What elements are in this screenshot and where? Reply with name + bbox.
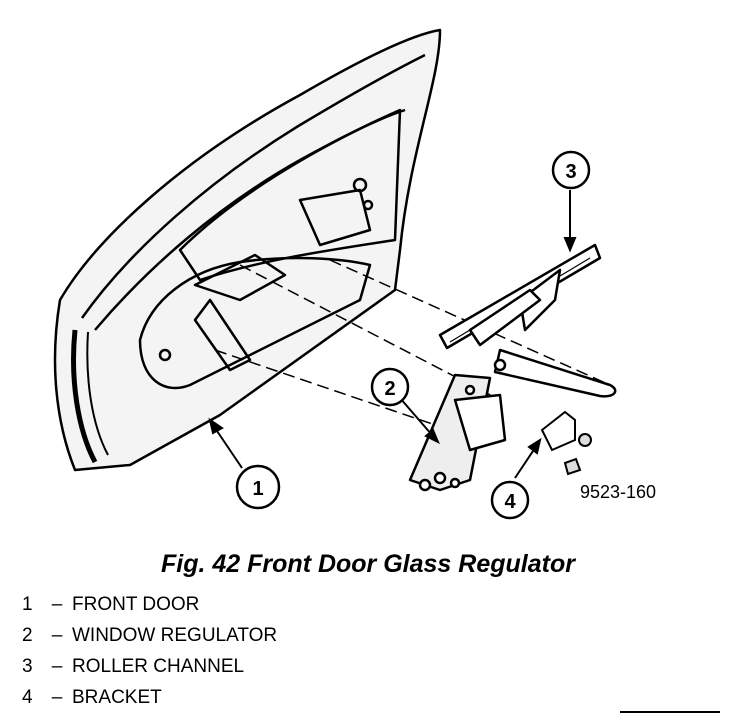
parts-legend: 1–FRONT DOOR 2–WINDOW REGULATOR 3–ROLLER… — [22, 593, 277, 714]
door-regulator-illustration: 1 2 3 4 9523-160 — [53, 28, 656, 520]
legend-label: WINDOW REGULATOR — [72, 625, 278, 646]
legend-label: ROLLER CHANNEL — [72, 656, 245, 677]
legend-item: 3–ROLLER CHANNEL — [22, 655, 277, 686]
window-regulator-drawing — [408, 288, 617, 492]
figure-caption: Fig. 42 Front Door Glass Regulator — [161, 550, 575, 578]
callout-3-number: 3 — [565, 161, 576, 183]
figure-number: 9523-160 — [580, 482, 656, 502]
legend-dash: – — [51, 687, 63, 708]
legend-number: 3 — [22, 656, 33, 677]
legend-dash: – — [51, 656, 63, 677]
callout-4: 4 — [490, 480, 530, 520]
callout-1: 1 — [235, 464, 281, 510]
callout-3: 3 — [551, 150, 591, 190]
legend-item: 4–BRACKET — [22, 686, 277, 714]
legend-item: 2–WINDOW REGULATOR — [22, 624, 277, 655]
legend-label: BRACKET — [72, 687, 162, 708]
callout-4-number: 4 — [504, 491, 516, 513]
bracket-drawing — [540, 410, 592, 476]
legend-number: 1 — [22, 594, 33, 615]
callout-2: 2 — [370, 367, 410, 407]
legend-label: FRONT DOOR — [72, 594, 200, 615]
callout-1-number: 1 — [252, 478, 263, 500]
callout-leaders — [208, 190, 577, 479]
callout-2-number: 2 — [384, 378, 395, 400]
legend-number: 4 — [22, 687, 33, 708]
bottom-rule — [620, 711, 720, 713]
legend-dash: – — [51, 625, 63, 646]
front-door-drawing — [53, 28, 442, 472]
legend-item: 1–FRONT DOOR — [22, 593, 277, 624]
legend-dash: – — [51, 594, 63, 615]
legend-number: 2 — [22, 625, 33, 646]
